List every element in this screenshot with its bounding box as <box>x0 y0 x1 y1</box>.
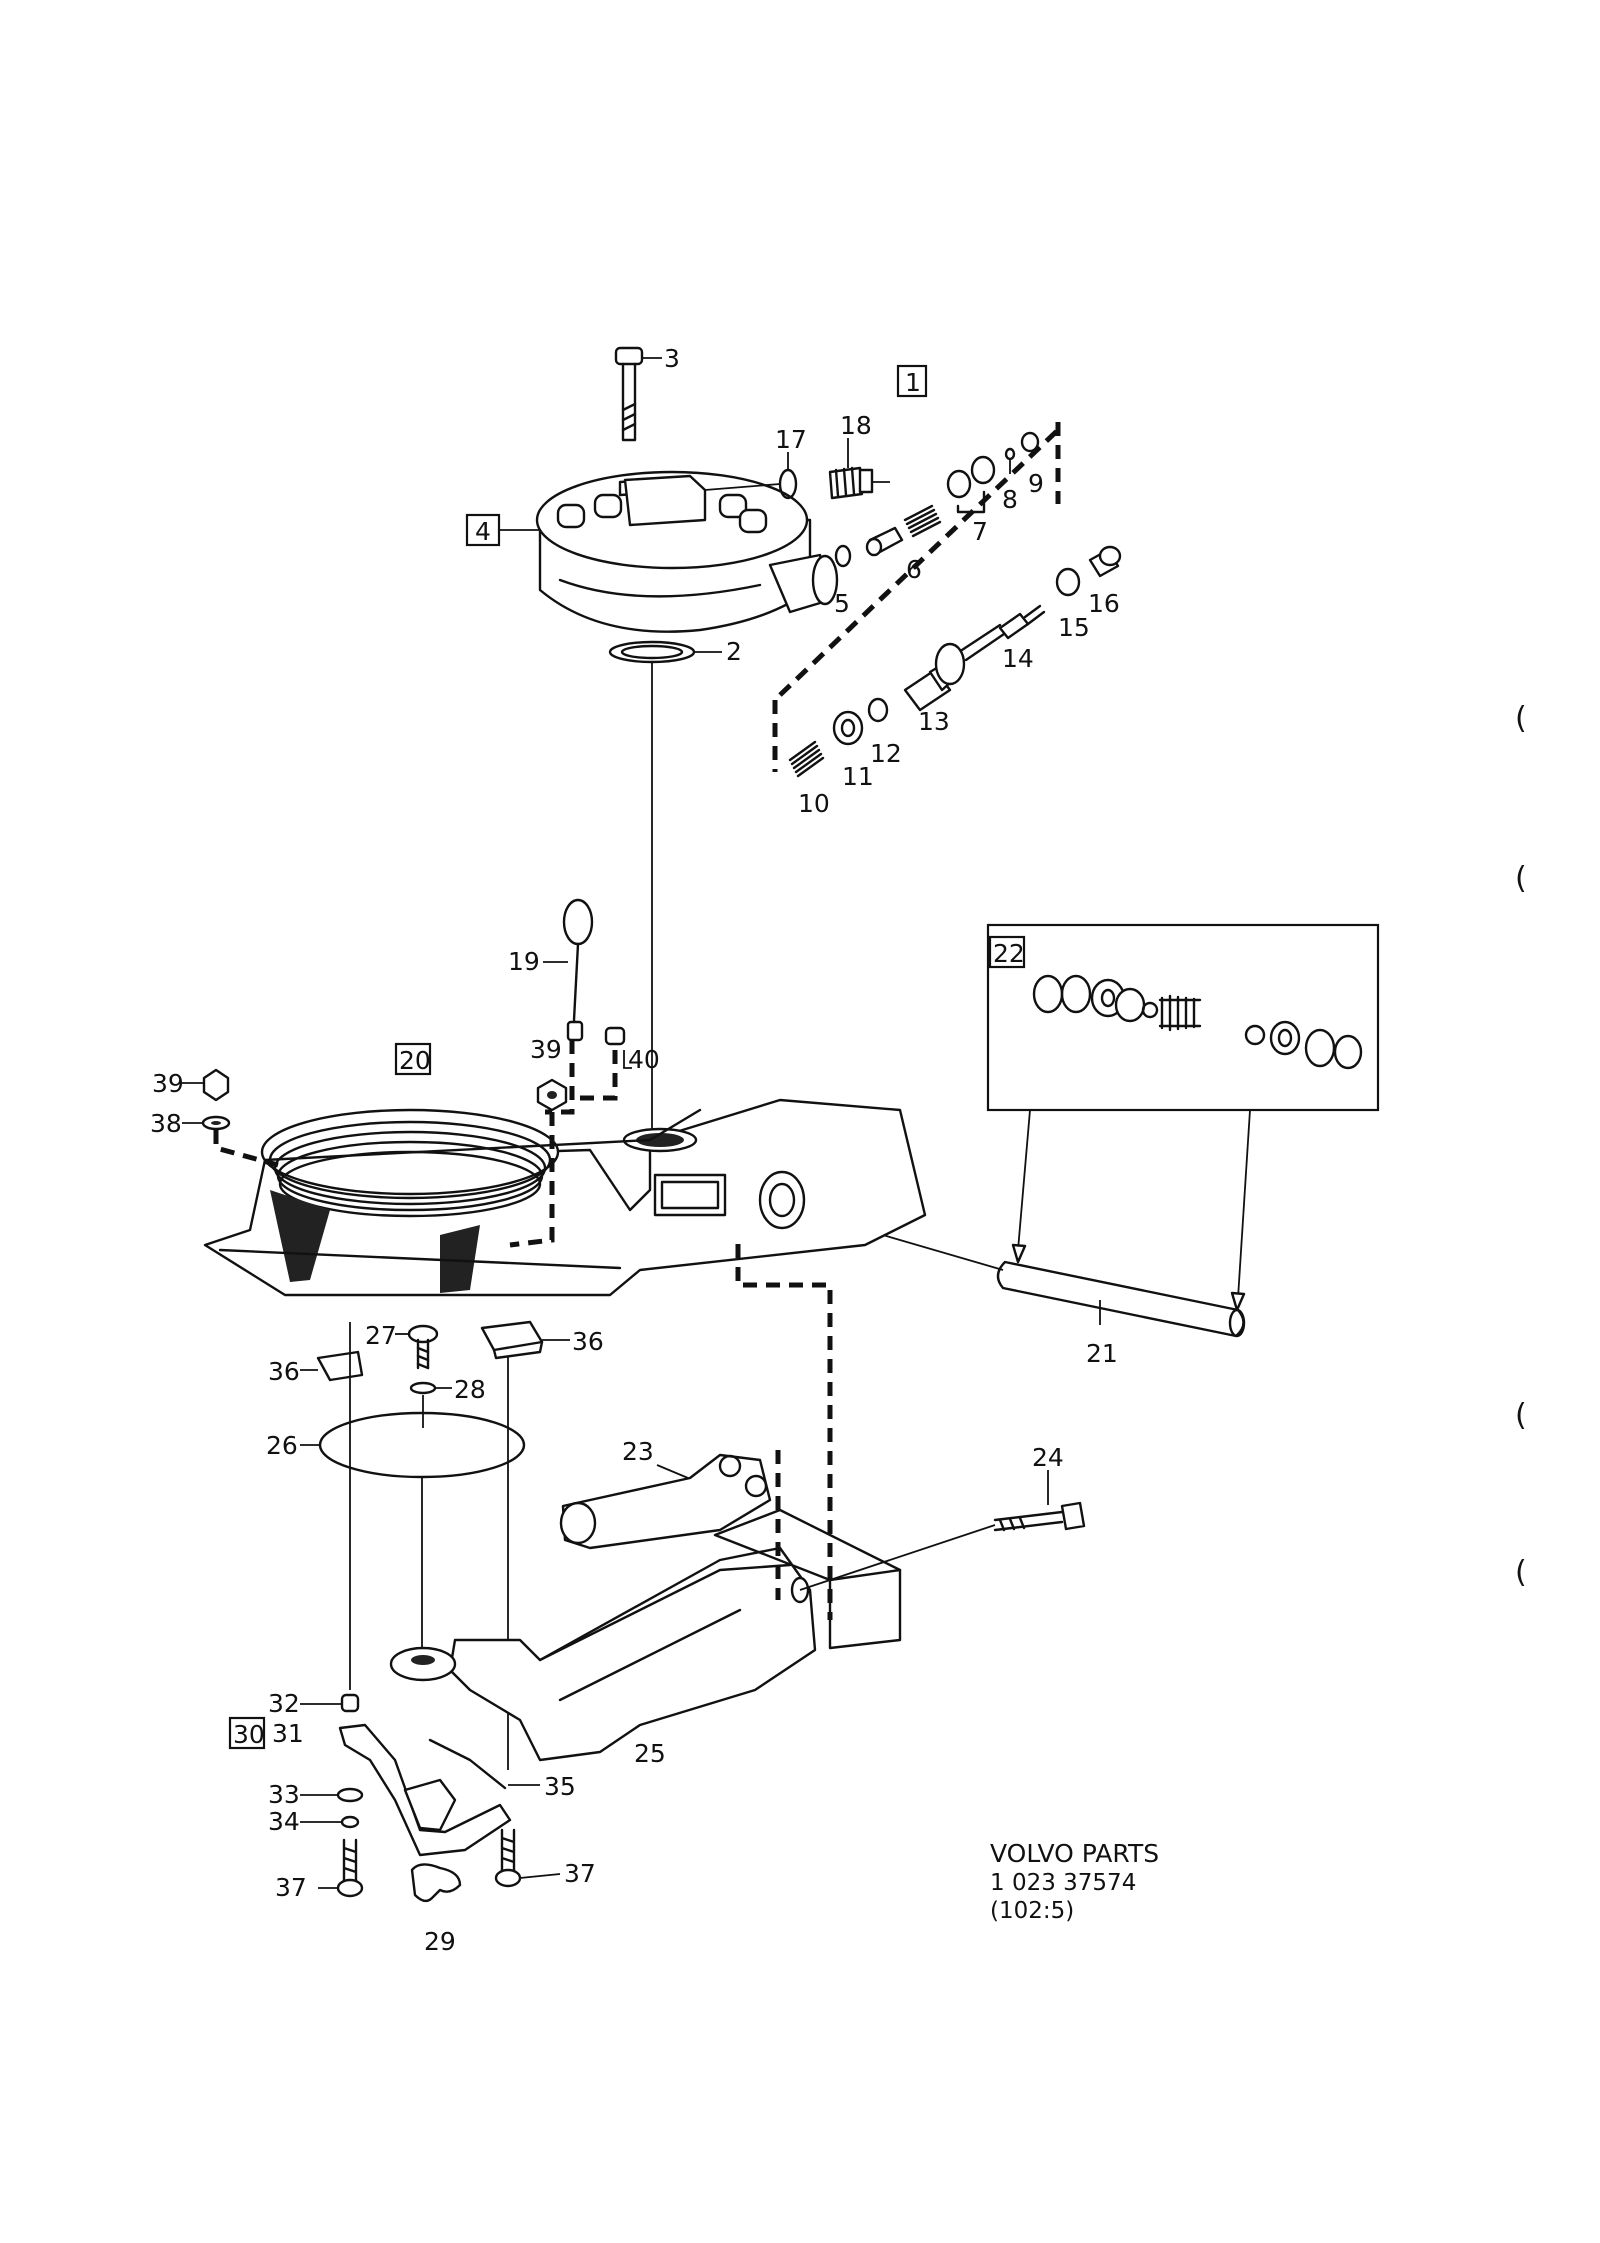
callout-26: 26 <box>266 1431 298 1460</box>
housing-4 <box>535 470 839 633</box>
callout-28: 28 <box>454 1375 486 1404</box>
margin-marks: ( ( ( ( <box>1515 701 1527 1590</box>
inset-box-22 <box>986 923 1380 1112</box>
callout-7: 7 <box>972 517 988 546</box>
nipple-18 <box>828 438 890 500</box>
inset-parts-22 <box>1032 974 1363 1070</box>
bolt-24 <box>993 1470 1086 1532</box>
callout-13: 13 <box>918 707 950 736</box>
callout-12: 12 <box>870 739 902 768</box>
callout-box-4 <box>465 513 501 547</box>
callout-14: 14 <box>1002 644 1034 673</box>
callout-1: 1 <box>905 368 921 397</box>
callout-36-right: 36 <box>572 1327 604 1356</box>
callout-35: 35 <box>544 1772 576 1801</box>
callout-10: 10 <box>798 789 830 818</box>
callout-38: 38 <box>150 1109 182 1138</box>
block-36-right <box>480 1320 570 1360</box>
footer-part-number: 1 023 37574 <box>990 1870 1136 1896</box>
screw-37-left <box>318 1838 364 1898</box>
plug-40 <box>604 1026 632 1069</box>
callout-24: 24 <box>1032 1443 1064 1472</box>
callout-27: 27 <box>365 1321 397 1350</box>
callout-17: 17 <box>775 425 807 454</box>
callout-8: 8 <box>1002 485 1018 514</box>
callout-3: 3 <box>664 344 680 373</box>
clip-36-left <box>300 1350 364 1382</box>
callout-6: 6 <box>906 555 922 584</box>
washer-34 <box>340 1815 360 1829</box>
callout-34: 34 <box>268 1807 300 1836</box>
callout-16: 16 <box>1088 589 1120 618</box>
bolt-3 <box>614 346 644 442</box>
callout-labels: 3 1 4 17 18 9 8 7 6 5 16 15 2 14 13 12 1… <box>150 344 1120 1956</box>
callout-37-left: 37 <box>275 1873 307 1902</box>
nut-39-left <box>182 1068 230 1102</box>
callout-29: 29 <box>424 1927 456 1956</box>
callout-21: 21 <box>1086 1339 1118 1368</box>
screw-37-right <box>494 1828 561 1888</box>
callout-31: 31 <box>272 1719 304 1748</box>
callout-2: 2 <box>726 637 742 666</box>
callout-box-30 <box>228 1716 266 1750</box>
callout-32: 32 <box>268 1689 300 1718</box>
callout-5: 5 <box>834 589 850 618</box>
callout-15: 15 <box>1058 613 1090 642</box>
callout-box-1 <box>896 364 928 398</box>
callout-11: 11 <box>842 762 874 791</box>
lever-25 <box>389 1546 817 1762</box>
dipstick-19 <box>543 898 594 1042</box>
margin-mark: ( <box>1515 1398 1527 1433</box>
callout-18: 18 <box>840 411 872 440</box>
valve-train <box>772 422 1122 778</box>
callout-39-upper: 39 <box>530 1035 562 1064</box>
callout-19: 19 <box>508 947 540 976</box>
margin-mark: ( <box>1515 701 1527 736</box>
washer-28 <box>409 1381 452 1395</box>
callout-36-left: 36 <box>268 1357 300 1386</box>
pin-21 <box>996 1260 1246 1338</box>
footer-code: (102:5) <box>990 1898 1074 1924</box>
callout-20: 20 <box>399 1046 431 1075</box>
screw-27 <box>395 1324 439 1370</box>
callout-30: 30 <box>233 1720 265 1749</box>
spring-clip-29 <box>410 1863 462 1903</box>
margin-mark: ( <box>1515 861 1527 896</box>
callout-4: 4 <box>475 517 491 546</box>
callout-25: 25 <box>634 1739 666 1768</box>
callout-37-right: 37 <box>564 1859 596 1888</box>
washer-38 <box>182 1115 231 1131</box>
callout-9: 9 <box>1028 469 1044 498</box>
nut-39-upper <box>536 1078 568 1112</box>
callout-33: 33 <box>268 1780 300 1809</box>
callout-39-left: 39 <box>152 1069 184 1098</box>
footer-brand: VOLVO PARTS <box>990 1839 1159 1868</box>
callout-22: 22 <box>993 939 1025 968</box>
callout-23: 23 <box>622 1437 654 1466</box>
callout-box-22 <box>988 935 1026 969</box>
callout-box-20 <box>394 1042 432 1076</box>
callout-40: 40 <box>628 1045 660 1074</box>
main-base-20 <box>203 1098 927 1297</box>
bracket-31 <box>338 1723 512 1857</box>
margin-mark: ( <box>1515 1555 1527 1590</box>
footer-block: VOLVO PARTS 1 023 37574 (102:5) <box>990 1839 1159 1924</box>
arm-23 <box>559 1453 772 1550</box>
washer-33 <box>336 1787 364 1803</box>
plug-32 <box>300 1693 360 1713</box>
